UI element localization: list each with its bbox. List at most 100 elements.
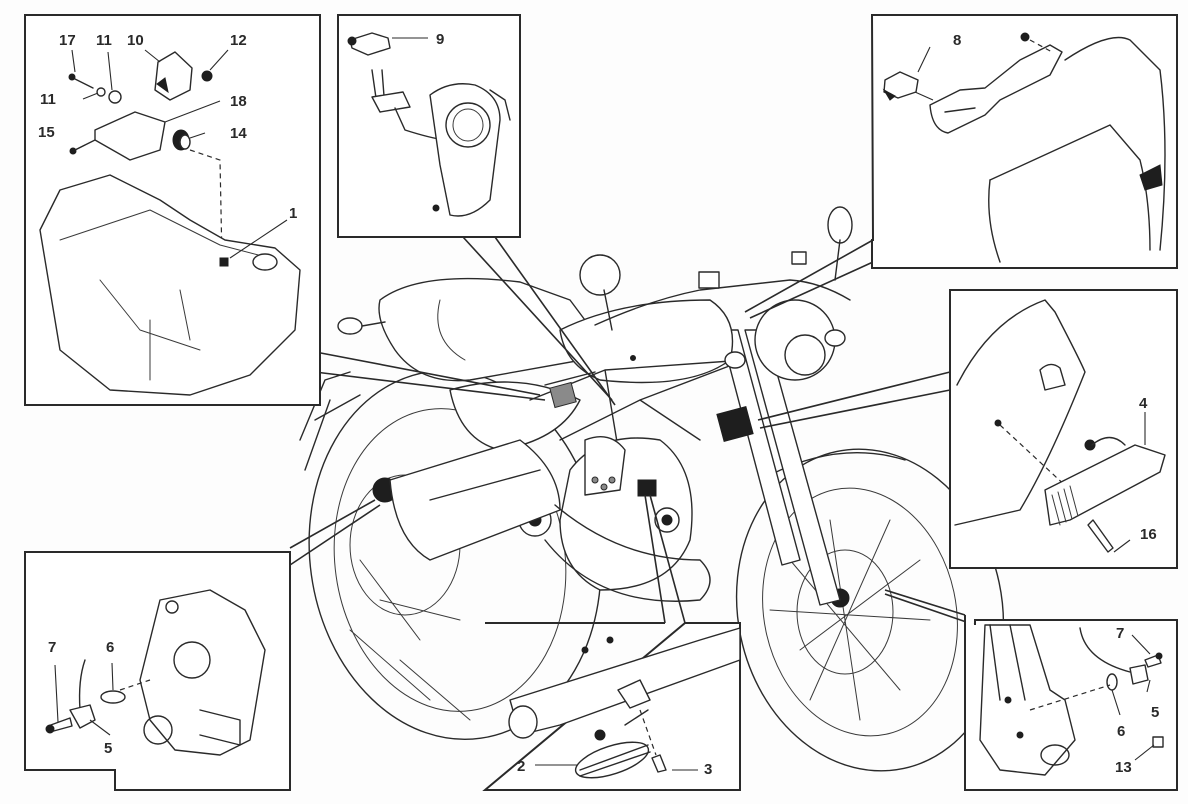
throttle-bore-inner bbox=[452, 108, 484, 142]
leader-battery-1 bbox=[304, 349, 541, 396]
rear-caliper-callout-lines bbox=[54, 662, 114, 736]
battery-on-bike bbox=[549, 381, 577, 409]
callout-label-18: 18 bbox=[230, 93, 247, 110]
bolt-17 bbox=[72, 77, 94, 89]
handlebar bbox=[594, 279, 851, 326]
rear-sensor-wire bbox=[78, 659, 86, 711]
bolt-16 bbox=[1087, 519, 1114, 553]
fuel-tank bbox=[559, 299, 734, 384]
speed-sensor-5 bbox=[69, 704, 96, 729]
callout-label-14: 14 bbox=[230, 125, 247, 142]
callout-label-16: 16 bbox=[1140, 526, 1157, 543]
leader-headlight-2 bbox=[749, 261, 874, 319]
panel-front-fork bbox=[964, 615, 1178, 791]
brake-reservoir bbox=[698, 271, 720, 289]
bolt-17-head bbox=[68, 73, 76, 81]
front-rim bbox=[762, 487, 958, 737]
leader-caliper-1 bbox=[289, 499, 376, 549]
callout-label-10: 10 bbox=[127, 32, 144, 49]
grommet-14-assembly-line bbox=[189, 149, 223, 261]
callout-label-17: 17 bbox=[59, 32, 76, 49]
panel-regulator bbox=[949, 289, 1178, 569]
exhaust-header bbox=[544, 504, 711, 602]
part-1 bbox=[219, 257, 229, 267]
fairing-panel-lower bbox=[988, 179, 1001, 263]
leader-fork-1 bbox=[884, 589, 966, 616]
head-fin-1 bbox=[591, 476, 599, 484]
bracket-bolt bbox=[1020, 32, 1030, 42]
bolt-16-callout-line bbox=[1113, 539, 1131, 553]
callout-label-7-rear: 7 bbox=[48, 639, 57, 656]
side-panel bbox=[449, 381, 581, 451]
throttle-body-bolt bbox=[432, 204, 440, 212]
rear-turn-signal bbox=[337, 317, 363, 335]
horn-bolt-assembly-line bbox=[639, 709, 657, 756]
horn-rim bbox=[579, 744, 651, 777]
frame-tube-hole-2 bbox=[606, 636, 614, 644]
leader-fork-2 bbox=[884, 593, 976, 626]
callout-label-12: 12 bbox=[230, 32, 247, 49]
fork-axle-boss bbox=[1040, 744, 1070, 766]
nut-13 bbox=[1152, 736, 1164, 748]
nut-12 bbox=[201, 70, 213, 82]
rear-rim bbox=[333, 408, 567, 712]
leader-caliper-2 bbox=[289, 504, 381, 566]
leader-battery-2 bbox=[314, 371, 546, 401]
fork-mount-hole-1 bbox=[1004, 696, 1012, 704]
callout-label-13: 13 bbox=[1115, 759, 1132, 776]
frame-tubes bbox=[529, 359, 746, 521]
bolt-7-front-head bbox=[1155, 652, 1163, 660]
alternator-bolt bbox=[661, 514, 673, 526]
regulator-mount-cover bbox=[954, 299, 1086, 526]
regulator-fins bbox=[1051, 485, 1079, 526]
front-turn-signal-left bbox=[724, 351, 746, 369]
spacer-6-front bbox=[1106, 673, 1118, 691]
callout-label-6-rear: 6 bbox=[106, 639, 115, 656]
front-turn-signal-right bbox=[824, 329, 846, 347]
rear-spokes bbox=[349, 559, 471, 721]
front-sensor-assembly-line bbox=[1029, 684, 1111, 711]
fairing-panel bbox=[989, 124, 1151, 251]
sensor-9-stalk bbox=[371, 69, 385, 99]
leader-headlight-1 bbox=[744, 239, 874, 313]
rear-turn-signal-stalk bbox=[361, 321, 386, 327]
bolt-3 bbox=[651, 754, 667, 773]
washer-11 bbox=[96, 87, 106, 97]
callout-label-5-front: 5 bbox=[1151, 704, 1160, 721]
panel-headlight-bracket-frame bbox=[870, 14, 1178, 269]
throttle-linkage bbox=[489, 89, 511, 121]
callout-label-9: 9 bbox=[436, 31, 445, 48]
caliper-piston bbox=[173, 641, 211, 679]
regulator-mount-tab bbox=[1039, 363, 1066, 391]
frame-tube-end bbox=[508, 705, 538, 739]
exhaust-heat-shield-line bbox=[429, 469, 541, 501]
horn-callout-lines bbox=[535, 764, 698, 771]
sensor-9 bbox=[349, 32, 391, 56]
regulator-on-bike bbox=[716, 405, 754, 443]
battery-tray bbox=[39, 174, 301, 396]
callout-label-15: 15 bbox=[38, 124, 55, 141]
regulator-connector bbox=[1084, 439, 1096, 451]
leader-horn-1 bbox=[644, 494, 666, 624]
switch-8-shade bbox=[882, 88, 896, 101]
leader-throttle-1 bbox=[462, 236, 613, 401]
callout-label-1: 1 bbox=[289, 205, 298, 222]
battery-tray-details bbox=[59, 209, 271, 381]
sensor-9-plug bbox=[347, 36, 357, 46]
clutch-reservoir bbox=[791, 251, 807, 265]
callout-label-2: 2 bbox=[517, 758, 526, 775]
leader-lines bbox=[289, 236, 976, 626]
throttle-bore bbox=[445, 102, 491, 148]
front-spokes bbox=[769, 519, 931, 721]
front-sensor-wire bbox=[1079, 627, 1131, 673]
callout-label-11-top: 11 bbox=[96, 32, 112, 49]
panel-rear-caliper bbox=[24, 551, 291, 791]
caliper-slot bbox=[199, 709, 241, 746]
caliper-mount-hole bbox=[143, 715, 173, 745]
leader-throttle-2 bbox=[494, 236, 616, 406]
spacer-6 bbox=[100, 690, 126, 704]
spacer-11 bbox=[108, 90, 122, 104]
tray-boss bbox=[252, 253, 278, 271]
rear-brake-caliper bbox=[139, 589, 266, 756]
